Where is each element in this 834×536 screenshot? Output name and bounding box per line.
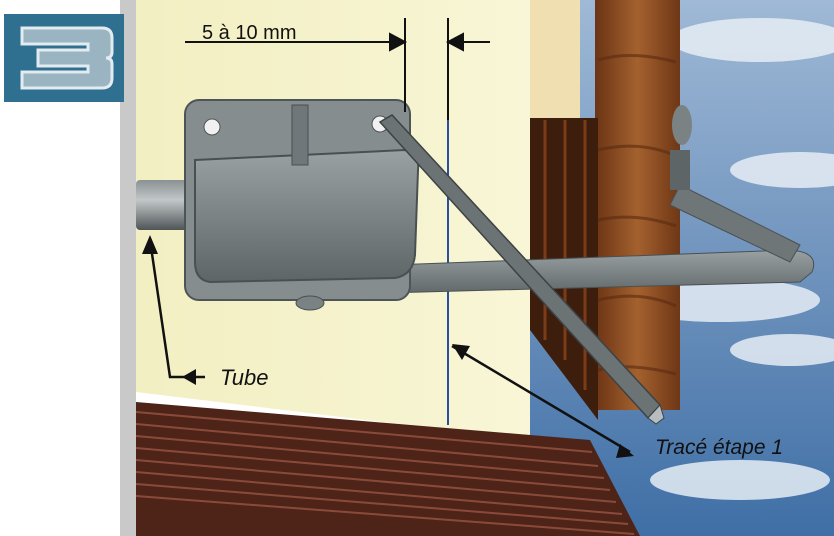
left-edge xyxy=(120,0,136,536)
trace-label: Tracé étape 1 xyxy=(655,436,784,459)
tube-label: Tube xyxy=(220,365,269,390)
step-number-badge xyxy=(4,14,124,102)
bracket-bolt xyxy=(295,295,325,311)
wood-post xyxy=(595,0,680,410)
wood-post-cap xyxy=(530,0,580,118)
decking-boards xyxy=(135,411,635,535)
trace-callout-arrow xyxy=(451,344,631,454)
dimension-markers xyxy=(185,18,490,120)
screw-hole xyxy=(203,118,221,136)
tube-arrow-head xyxy=(142,235,158,254)
dimension-label: 5 à 10 mm xyxy=(202,22,297,44)
clouds xyxy=(620,18,834,500)
step-three-icon xyxy=(4,14,124,102)
bracket-loop xyxy=(669,184,801,263)
bracket-body xyxy=(194,148,420,284)
bracket-loop-back xyxy=(670,150,690,190)
